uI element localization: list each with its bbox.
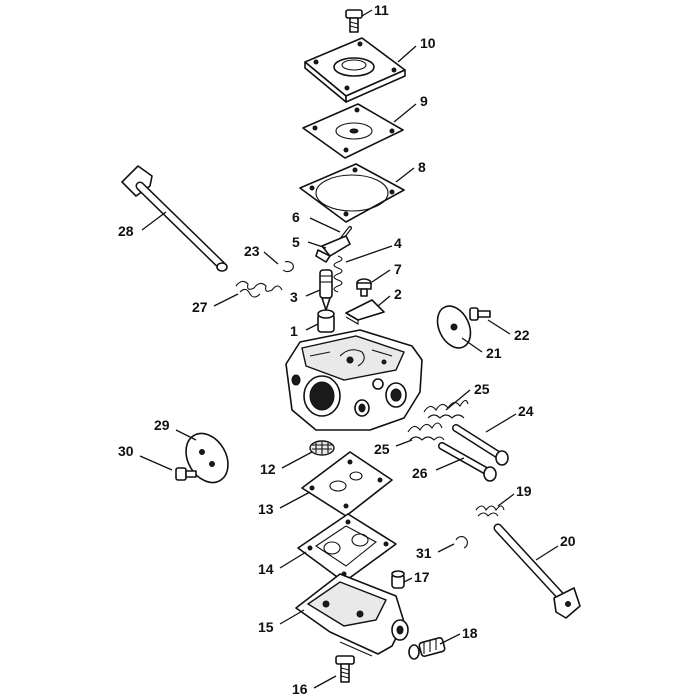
part-15-lower-cover [295, 573, 409, 657]
part-9-diaphragm [302, 103, 404, 159]
leader-23 [263, 251, 279, 265]
callout-3: 3 [290, 289, 298, 305]
callout-20: 20 [560, 533, 576, 549]
callout-25-lower: 25 [374, 441, 390, 457]
part-25-spring-lower [407, 422, 445, 441]
part-28-shaft [121, 165, 228, 272]
leader-9 [393, 103, 417, 123]
leader-29 [175, 429, 197, 441]
callout-27: 27 [192, 299, 208, 315]
part-24-adjust-screw [452, 424, 509, 466]
leader-16 [313, 675, 337, 689]
callout-28: 28 [118, 223, 134, 239]
leader-24 [485, 413, 517, 433]
leader-22 [487, 319, 511, 335]
part-1-cap [317, 309, 335, 333]
callout-labels: 11 10 9 8 6 5 4 7 3 2 1 28 23 27 22 21 2… [118, 2, 576, 697]
leader-17 [403, 577, 413, 583]
leader-30 [139, 455, 173, 471]
callout-25-upper: 25 [474, 381, 490, 397]
leader-28 [141, 211, 167, 231]
leader-10 [397, 45, 417, 63]
leader-25b [395, 439, 413, 447]
callout-14: 14 [258, 561, 274, 577]
callout-10: 10 [420, 35, 436, 51]
part-16-screw [335, 655, 355, 683]
part-20-shaft [493, 523, 581, 619]
callout-30: 30 [118, 443, 134, 459]
leader-25a [445, 389, 471, 411]
leader-19 [497, 493, 515, 507]
leader-12 [281, 451, 313, 469]
leader-18 [439, 633, 461, 645]
leader-27 [213, 293, 239, 307]
part-27-spring [235, 280, 283, 298]
leader-8 [395, 167, 415, 183]
part-4-spring [333, 255, 343, 293]
callout-8: 8 [418, 159, 426, 175]
leader-21 [461, 337, 483, 353]
part-31-clip [455, 536, 468, 549]
part-7-screw [356, 278, 372, 297]
callout-26: 26 [412, 465, 428, 481]
part-30-screw [175, 467, 197, 481]
callout-22: 22 [514, 327, 530, 343]
leader-15 [279, 609, 305, 625]
leader-7 [371, 269, 391, 283]
part-13-diaphragm [301, 451, 393, 517]
part-10-cover [304, 37, 406, 103]
leader-5 [307, 241, 327, 249]
callout-4: 4 [394, 235, 402, 251]
part-29-disc [185, 432, 229, 484]
part-14-gasket [297, 513, 397, 583]
leader-20 [535, 545, 559, 561]
callout-15: 15 [258, 619, 274, 635]
callout-31: 31 [416, 545, 432, 561]
callout-2: 2 [394, 286, 402, 302]
callout-18: 18 [462, 625, 478, 641]
callout-6: 6 [292, 209, 300, 225]
part-21-disc [436, 305, 472, 349]
part-8-gasket [299, 163, 405, 223]
callout-13: 13 [258, 501, 274, 517]
callout-1: 1 [290, 323, 298, 339]
callout-23: 23 [244, 243, 260, 259]
leader-26 [435, 457, 465, 471]
callout-9: 9 [420, 93, 428, 109]
carburetor-body [285, 329, 423, 431]
part-26-adjust-screw [438, 442, 497, 482]
callout-24: 24 [518, 403, 534, 419]
leader-4 [345, 245, 393, 263]
callout-11: 11 [374, 2, 389, 18]
part-23-circlip [282, 261, 294, 273]
leader-1 [305, 323, 319, 331]
callout-7: 7 [394, 261, 402, 277]
callout-19: 19 [516, 483, 532, 499]
part-17-pin [391, 570, 405, 589]
part-11-screw [345, 9, 363, 33]
part-18-fitting [408, 637, 446, 660]
leader-14 [279, 551, 307, 569]
leader-31 [437, 543, 455, 553]
callout-21: 21 [486, 345, 502, 361]
part-12-screen [309, 440, 335, 456]
callout-29: 29 [154, 417, 170, 433]
callout-17: 17 [414, 569, 430, 585]
part-2-wedge [345, 299, 385, 325]
leader-13 [279, 491, 311, 509]
leader-6 [309, 217, 341, 233]
part-19-spring [475, 505, 505, 517]
leader-lines [139, 9, 559, 689]
part-5-lever [315, 235, 351, 263]
callout-16: 16 [292, 681, 308, 697]
leader-2 [377, 295, 391, 307]
callout-5: 5 [292, 234, 300, 250]
part-3-needle [319, 269, 333, 311]
callout-12: 12 [260, 461, 276, 477]
leader-11 [361, 9, 373, 17]
leader-3 [305, 289, 321, 297]
part-22-screw [469, 307, 491, 321]
